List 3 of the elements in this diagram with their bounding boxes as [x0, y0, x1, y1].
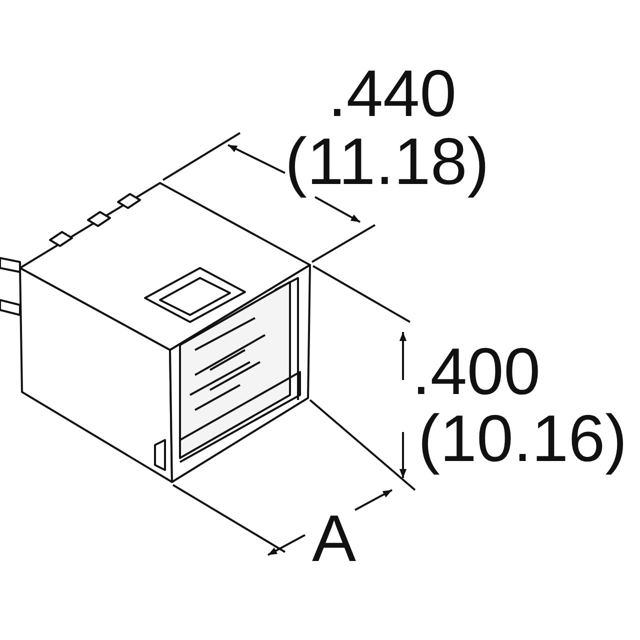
- dimension-label: .440: [328, 60, 456, 126]
- dimension-label: A: [312, 505, 356, 571]
- dimension-label: .400: [412, 338, 540, 404]
